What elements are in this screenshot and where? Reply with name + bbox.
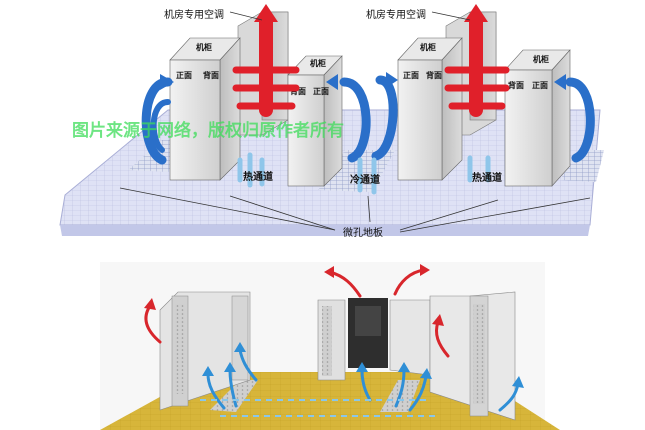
back-label: 背面 bbox=[203, 70, 219, 80]
rack-label: 机柜 bbox=[533, 54, 549, 64]
underfloor-airflow bbox=[200, 399, 440, 417]
rack-label: 机柜 bbox=[310, 58, 326, 68]
cold-air-arrows bbox=[202, 342, 524, 412]
rack-right-1 bbox=[397, 59, 443, 181]
back-label: 背面 bbox=[426, 70, 442, 80]
annotation-lines bbox=[119, 11, 591, 233]
front-label: 正面 bbox=[532, 81, 548, 90]
front-label: 正面 bbox=[403, 71, 419, 80]
front-label: 正面 bbox=[176, 71, 192, 80]
ac-label-left: 机房专用空调 bbox=[164, 8, 224, 21]
rack-left-2 bbox=[287, 74, 325, 187]
cold-air-flow bbox=[141, 72, 595, 195]
hot-aisle-label-right: 热通道 bbox=[472, 171, 502, 184]
rack-label: 机柜 bbox=[420, 42, 436, 52]
cold-aisle-grate-right bbox=[560, 150, 604, 182]
hot-aisle-label-left: 热通道 bbox=[243, 170, 273, 183]
front-label: 正面 bbox=[313, 87, 329, 96]
rack-right-2 bbox=[504, 69, 553, 187]
cold-aisle-label: 冷通道 bbox=[350, 173, 380, 186]
back-label: 背面 bbox=[508, 80, 524, 90]
bottom-illustration bbox=[100, 262, 560, 430]
rack-left-1 bbox=[169, 59, 221, 181]
top-diagram: 机柜 机柜 正面 背面 背面 正面 机柜 机柜 正面 背面 背面 正面 bbox=[59, 4, 604, 239]
watermark: 图片来源于网络，版权归原作者所有 bbox=[72, 120, 344, 141]
floor-label: 微孔地板 bbox=[343, 226, 383, 239]
back-label: 背面 bbox=[290, 86, 306, 96]
hot-air-arrows bbox=[144, 264, 450, 358]
hot-air-flow bbox=[232, 4, 510, 117]
rack-label: 机柜 bbox=[196, 42, 212, 52]
ac-label-right: 机房专用空调 bbox=[366, 8, 426, 21]
